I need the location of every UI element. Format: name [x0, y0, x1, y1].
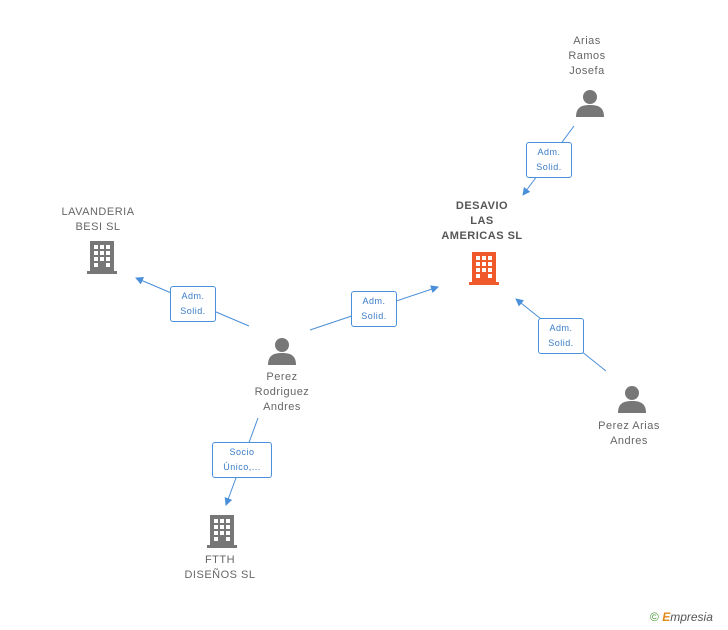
node-arias-ramos-josefa[interactable]: Arias Ramos Josefa: [547, 34, 627, 79]
brand-name: mpresia: [670, 610, 713, 624]
edge-label-perez-to-lavanderia[interactable]: Adm. Solid.: [170, 286, 216, 322]
edge-label-arias-to-main[interactable]: Adm. Solid.: [526, 142, 572, 178]
node-desavio-las-americas[interactable]: DESAVIO LAS AMERICAS SL: [422, 199, 542, 244]
copyright-icon: ©: [650, 610, 659, 624]
node-label: LAVANDERIA BESI SL: [61, 206, 135, 233]
node-perez-rodriguez-andres[interactable]: Perez Rodriguez Andres: [237, 370, 327, 415]
node-label: Arias Ramos Josefa: [568, 35, 606, 77]
person-icon: [618, 386, 646, 413]
footer-brand: © Empresia: [650, 610, 713, 624]
person-icon: [268, 338, 296, 365]
edge-label-perezarias-to-main[interactable]: Adm. Solid.: [538, 318, 584, 354]
node-label: FTTH DISEÑOS SL: [184, 554, 256, 581]
building-icon: [207, 515, 237, 548]
edge-label-perez-to-ftth[interactable]: Socio Único,...: [212, 442, 272, 478]
node-lavanderia-besi[interactable]: LAVANDERIA BESI SL: [48, 205, 148, 235]
node-label: Perez Arias Andres: [598, 420, 660, 447]
brand-initial: E: [662, 610, 671, 624]
building-icon: [469, 252, 499, 285]
edge-label-perez-to-main[interactable]: Adm. Solid.: [351, 291, 397, 327]
node-label: Perez Rodriguez Andres: [254, 371, 310, 413]
node-perez-arias-andres[interactable]: Perez Arias Andres: [583, 419, 675, 449]
person-icon: [576, 90, 604, 117]
node-label: DESAVIO LAS AMERICAS SL: [441, 200, 523, 242]
node-ftth-disenos[interactable]: FTTH DISEÑOS SL: [170, 553, 270, 583]
building-icon: [87, 241, 117, 274]
